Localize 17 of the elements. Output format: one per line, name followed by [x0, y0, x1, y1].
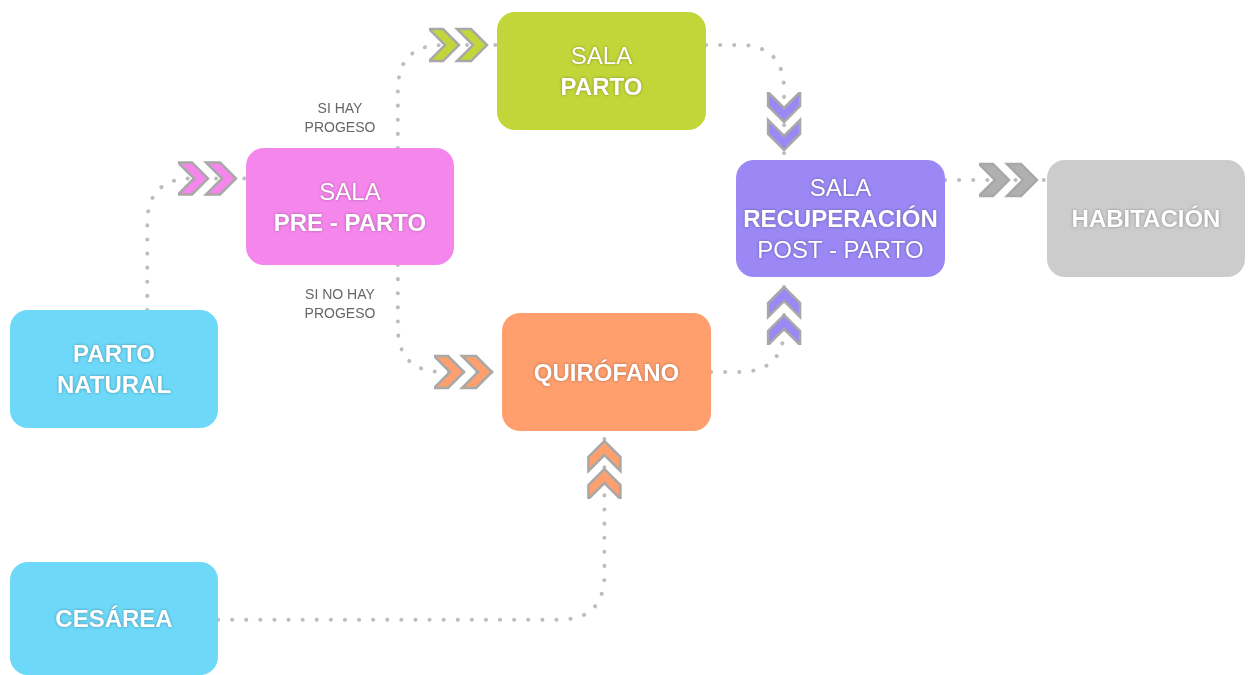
- box-label: SALA: [809, 173, 872, 203]
- box-label: CESÁREA: [55, 604, 173, 634]
- box-label: PRE - PARTO: [273, 207, 427, 238]
- process-box: [246, 148, 454, 265]
- process-box: [502, 313, 711, 431]
- process-box: [497, 12, 706, 130]
- box-label: RECUPERACIÓN: [743, 204, 938, 234]
- box-label: PARTO NATURAL: [55, 339, 173, 400]
- box-label: SALA: [570, 41, 633, 71]
- process-box: [1047, 160, 1245, 277]
- box-label: POST - PARTO: [757, 235, 924, 265]
- box-label: PARTO: [560, 72, 643, 102]
- process-box: [736, 160, 945, 277]
- process-box: [10, 310, 218, 428]
- box-label: QUIRÓFANO: [533, 357, 680, 388]
- box-label: SALA: [319, 176, 381, 207]
- process-box: [10, 562, 218, 675]
